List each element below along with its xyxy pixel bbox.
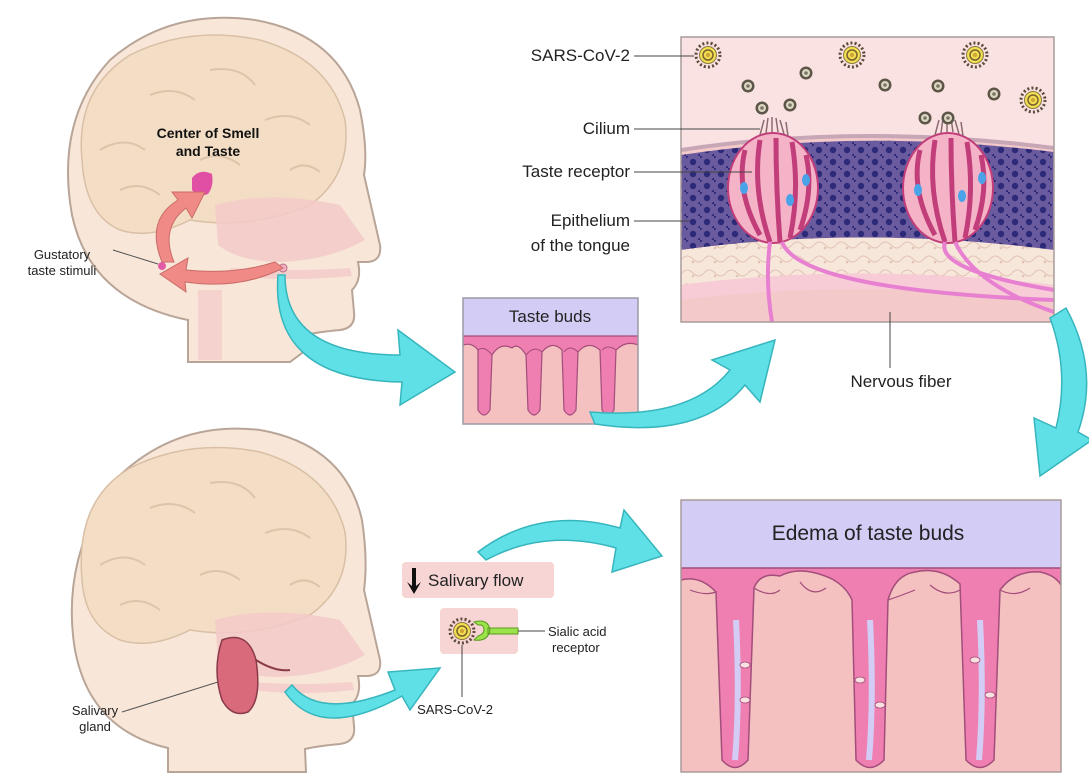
sars-label-top: SARS-CoV-2 <box>531 46 630 65</box>
taste-buds-title: Taste buds <box>509 307 591 326</box>
virus-particle-small <box>932 80 945 93</box>
virus-particle-small <box>919 112 932 125</box>
virus-particle-small <box>879 79 892 92</box>
center-label-line2: and Taste <box>176 143 241 159</box>
flow-arrow-receptor-to-edema <box>1034 308 1089 476</box>
virus-particle-small <box>784 99 797 112</box>
cilium-label: Cilium <box>583 119 630 138</box>
bottom-brain <box>81 448 346 644</box>
receptor-panel <box>681 37 1054 322</box>
bottom-head-illustration: Salivary gland <box>72 429 380 772</box>
sars-label-bottom: SARS-CoV-2 <box>417 702 493 717</box>
top-spinal-column <box>198 290 222 360</box>
gland-label-line2: gland <box>79 719 111 734</box>
virus-particle-small <box>742 80 755 93</box>
sialic-receptor-panel: Sialic acid receptor SARS-CoV-2 <box>417 608 606 717</box>
edema-title: Edema of taste buds <box>772 522 965 545</box>
sialic-label-line1: Sialic acid <box>548 624 607 639</box>
sialic-label-line2: receptor <box>552 640 600 655</box>
gustatory-label-line2: taste stimuli <box>28 263 97 278</box>
virus-particle-small <box>942 112 955 125</box>
virus-particle-small <box>800 67 813 80</box>
salivary-gland <box>217 638 258 714</box>
top-head-illustration: Center of Smell and Taste Gustatory tast… <box>28 18 381 362</box>
epithelium-label-line2: of the tongue <box>531 236 630 255</box>
salivary-flow-box: Salivary flow <box>402 562 554 598</box>
center-label-line1: Center of Smell <box>157 125 260 141</box>
gland-label-line1: Salivary <box>72 703 119 718</box>
virus-particle-small <box>988 88 1001 101</box>
gustatory-dot <box>158 262 166 270</box>
gustatory-label-line1: Gustatory <box>34 247 91 262</box>
salivary-flow-label: Salivary flow <box>428 571 524 590</box>
virus-particle-small <box>756 102 769 115</box>
nervous-fiber-label: Nervous fiber <box>850 372 951 391</box>
epithelium-label-line1: Epithelium <box>551 211 630 230</box>
taste-receptor-label: Taste receptor <box>522 162 630 181</box>
